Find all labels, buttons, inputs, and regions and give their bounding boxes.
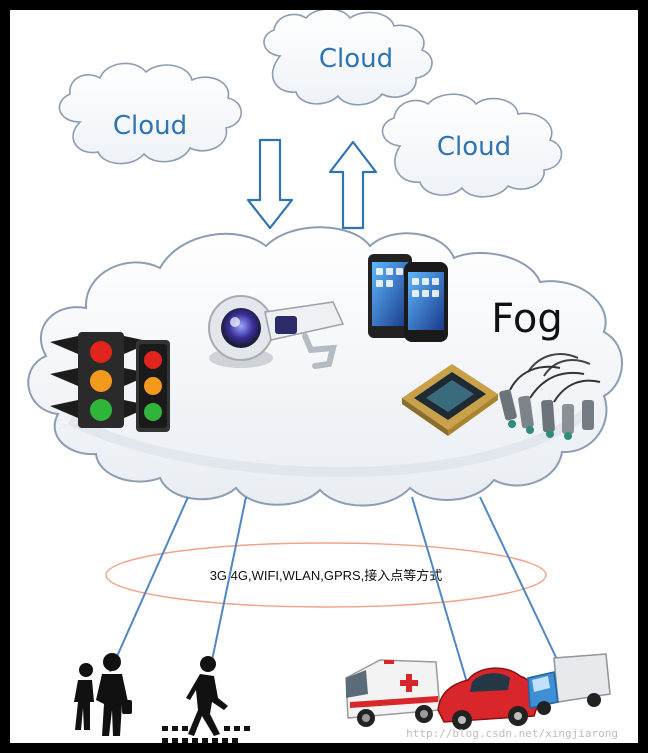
cloud-right-label: Cloud: [437, 132, 511, 162]
link-line-car: [411, 496, 469, 687]
link-line-truck: [479, 496, 563, 671]
downward-arrow-icon: [246, 138, 294, 230]
cloud-left-label: Cloud: [113, 111, 187, 141]
delivery-truck-icon: [527, 653, 611, 715]
cloud-right: Cloud: [381, 93, 563, 198]
watermark: http://blog.csdn.net/xingjiarong: [406, 727, 618, 740]
cloud-left: Cloud: [58, 62, 243, 165]
processor-chip-icon: [402, 364, 498, 436]
pedestrians-icon: [74, 653, 132, 736]
cloud-top: Cloud: [263, 10, 433, 106]
connectivity-ellipse: [105, 542, 547, 608]
proximity-sensor-icon: [499, 353, 601, 440]
cloud-top-label: Cloud: [319, 44, 393, 74]
crosswalk-walker-icon: [162, 656, 250, 743]
link-line-pedestrians: [109, 496, 189, 673]
security-camera-icon: [208, 295, 345, 369]
smartphone-icon: [368, 254, 448, 342]
link-lines: [109, 496, 563, 687]
fog-label: Fog: [491, 296, 562, 342]
red-car-icon: [437, 667, 539, 730]
link-line-walker: [209, 496, 247, 671]
fog-computing-diagram: Cloud Cloud Cloud Fog: [10, 10, 638, 743]
connectivity-label: 3G,4G,WIFI,WLAN,GPRS,接入点等方式: [210, 568, 443, 583]
ambulance-icon: [345, 659, 441, 727]
upward-arrow-icon: [328, 140, 378, 230]
traffic-light-icon: [50, 332, 170, 432]
